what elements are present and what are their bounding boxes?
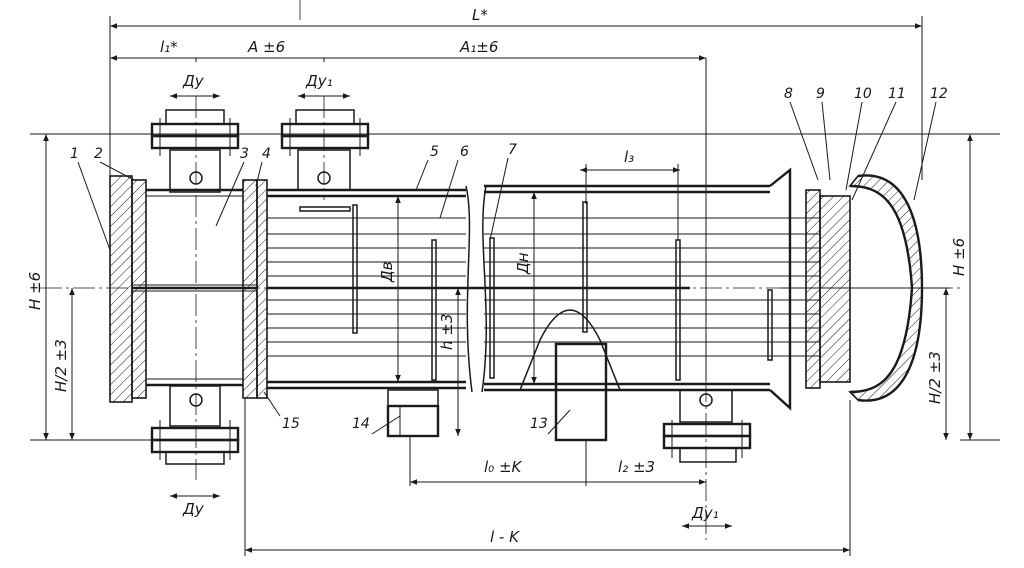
shell-bottom-nozzle-14	[386, 389, 440, 438]
dim-l0: l₀ ±K	[484, 458, 523, 476]
dimension-lines	[30, 16, 1000, 556]
callout-7: 7	[508, 142, 517, 158]
dim-H-half-left: H/2 ±3	[52, 339, 70, 392]
dim-l2: l₂ ±3	[618, 458, 655, 476]
leader-lines	[77, 101, 937, 435]
dim-H-left: H ±6	[26, 272, 44, 310]
dim-du-top-left: Ду	[182, 72, 205, 90]
callout-15: 15	[282, 416, 300, 432]
callout-3: 3	[240, 146, 249, 162]
callout-12: 12	[930, 86, 948, 102]
callout-13: 13	[530, 416, 548, 432]
callout-5: 5	[430, 144, 439, 160]
center-axes	[40, 0, 960, 540]
shell-left	[267, 185, 473, 393]
dim-du1-bottom: Ду₁	[691, 504, 719, 522]
dim-A: A ±6	[247, 38, 285, 56]
dim-l3: l₃	[624, 148, 634, 166]
dim-dv: Дв	[378, 261, 396, 283]
callout-14: 14	[352, 416, 370, 432]
dimension-labels: L* l₁* A ±6 A₁±6 Ду Ду₁ l₃ H ±6 H/2 ±3 H…	[26, 6, 968, 546]
dim-dn: Дн	[514, 252, 532, 275]
dim-l-total: l - K	[490, 528, 520, 546]
left-cover-flange	[109, 175, 133, 403]
tube-bundle	[267, 217, 820, 357]
support-13	[518, 309, 622, 442]
callout-10: 10	[854, 86, 872, 102]
callout-2: 2	[94, 146, 103, 162]
dim-l1: l₁*	[160, 38, 178, 56]
left-bottom-nozzle	[150, 385, 240, 465]
dim-H-half-right: H/2 ±3	[926, 351, 944, 404]
right-bottom-nozzle	[662, 389, 752, 463]
callout-1: 1	[70, 146, 79, 162]
left-chamber	[109, 175, 268, 403]
callout-9: 9	[816, 86, 825, 102]
dim-h: h ±3	[438, 314, 456, 350]
callout-numbers: 1 2 3 4 5 6 7 8 9 10 11 12 13 14 15	[70, 86, 948, 432]
dim-du-bottom: Ду	[182, 500, 205, 518]
dim-A1: A₁±6	[459, 38, 498, 56]
callout-6: 6	[460, 144, 469, 160]
callout-4: 4	[262, 146, 271, 162]
baffles	[299, 201, 773, 381]
callout-11: 11	[888, 86, 906, 102]
dim-H-right: H ±6	[950, 238, 968, 276]
callout-8: 8	[784, 86, 793, 102]
left-top-nozzle	[150, 109, 240, 193]
shell-top-nozzle	[280, 109, 370, 191]
dim-du1-top: Ду₁	[305, 72, 333, 90]
dim-L: L*	[472, 6, 488, 24]
